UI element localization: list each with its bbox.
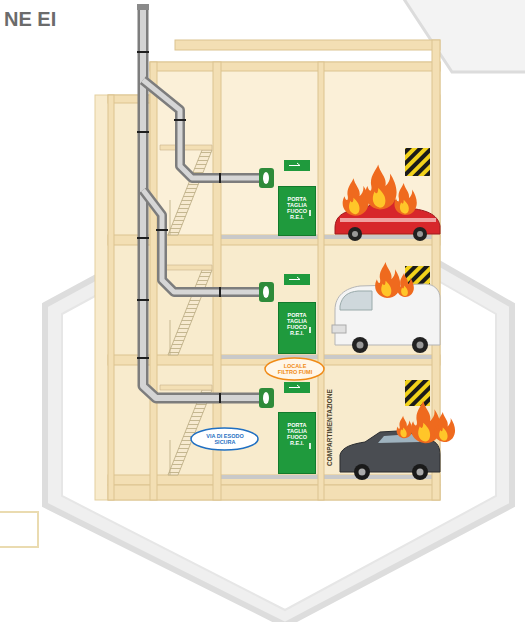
illustration-part [348,227,362,241]
illustration-part [340,291,372,310]
illustration-part [354,464,370,480]
illustration-part [174,119,186,121]
illustration-part [170,200,171,235]
illustration-part [137,131,149,133]
illustration-part [259,168,274,188]
illustration-part [143,8,262,398]
illustration-part [340,218,436,222]
illustration-part [352,337,368,353]
illustration-part [175,40,440,50]
door-handle [309,443,311,449]
illustration-part [143,190,262,292]
illustration-part [108,95,114,500]
illustration-part [343,178,369,216]
illustration-part [259,282,274,302]
illustration-part [417,231,423,237]
page-title: NE EI [4,8,56,30]
illustration-part [143,80,262,178]
door-handle [309,327,311,333]
illustration-part [417,469,424,476]
illustration-part [259,388,274,408]
illustration-part [405,380,430,406]
illustration-part [137,4,149,10]
illustration-part [137,51,149,53]
illustration-part [352,231,358,237]
callout-text: LOCALE FILTRO FUMI [275,363,315,375]
illustration-part [137,237,149,239]
oval-shape [265,358,324,380]
illustration-part [160,145,212,150]
illustration-part [108,485,440,500]
illustration-part [375,262,400,298]
illustration-part [405,148,430,176]
illustration-part [417,342,424,349]
illustration-part [221,355,440,359]
illustration-part [221,235,440,239]
illustration-part [394,183,416,215]
callout-oval: LOCALE FILTRO FUMI [264,357,325,381]
illustration-part [289,385,300,388]
illustration-part [137,357,149,359]
illustration-part [332,325,346,333]
illustration-part [412,337,428,353]
door-handle [309,210,311,216]
oval-text-holder: VIA DI ESODO SICURA [202,433,248,445]
illustration-part [357,342,364,349]
door-text: PORTA TAGLIA FUOCO R.E.I. [281,422,313,446]
illustration-part [170,440,171,475]
illustration-part [168,270,212,355]
illustration-part [397,273,414,297]
illustration-part [359,469,366,476]
illustration-part [219,393,221,403]
illustration-part [412,464,428,480]
illustration-part [434,412,455,442]
illustration-part [413,227,427,241]
illustration-part [263,286,269,298]
fire-door: PORTA TAGLIA FUOCO R.E.I. [278,186,316,236]
illustration-part [150,62,157,500]
illustration-part [168,150,212,235]
illustration-part [289,163,300,166]
fire-door: PORTA TAGLIA FUOCO R.E.I. [278,412,316,474]
door-text: PORTA TAGLIA FUOCO R.E.I. [281,196,313,220]
illustration-part [0,512,38,547]
illustration-part [143,8,262,398]
illustration-part [263,392,269,404]
illustration-part [219,287,221,297]
callout-text: VIA DI ESODO SICURA [202,433,248,445]
illustration-part [143,190,262,292]
illustration-part [284,160,310,171]
illustration-part [219,173,221,183]
illustration-part [150,62,440,71]
illustration-part [137,52,220,403]
illustration-part [284,382,310,393]
illustration-part [365,165,396,210]
illustration-part [143,80,262,178]
illustration-part [284,274,310,285]
illustration-part [156,229,168,231]
illustration-part [289,277,300,280]
oval-text-holder: LOCALE FILTRO FUMI [275,363,315,375]
illustration-part [108,475,440,485]
illustration-part [143,8,262,398]
illustration-part [397,416,413,439]
callout-oval: VIA DI ESODO SICURA [190,427,259,451]
illustration-part [263,172,269,184]
illustration-part [160,385,212,390]
oval-shape [191,428,258,450]
illustration-part [398,0,525,72]
illustration-part [137,299,149,301]
door-text: PORTA TAGLIA FUOCO R.E.I. [281,312,313,336]
fire-door: PORTA TAGLIA FUOCO R.E.I. [278,302,316,354]
illustration-part [170,320,171,355]
illustration-part [160,265,212,270]
illustration-part [150,62,440,237]
vertical-label: COMPARTIMENTAZIONE [326,388,333,467]
illustration-part [318,62,324,500]
illustration-part [221,475,440,479]
